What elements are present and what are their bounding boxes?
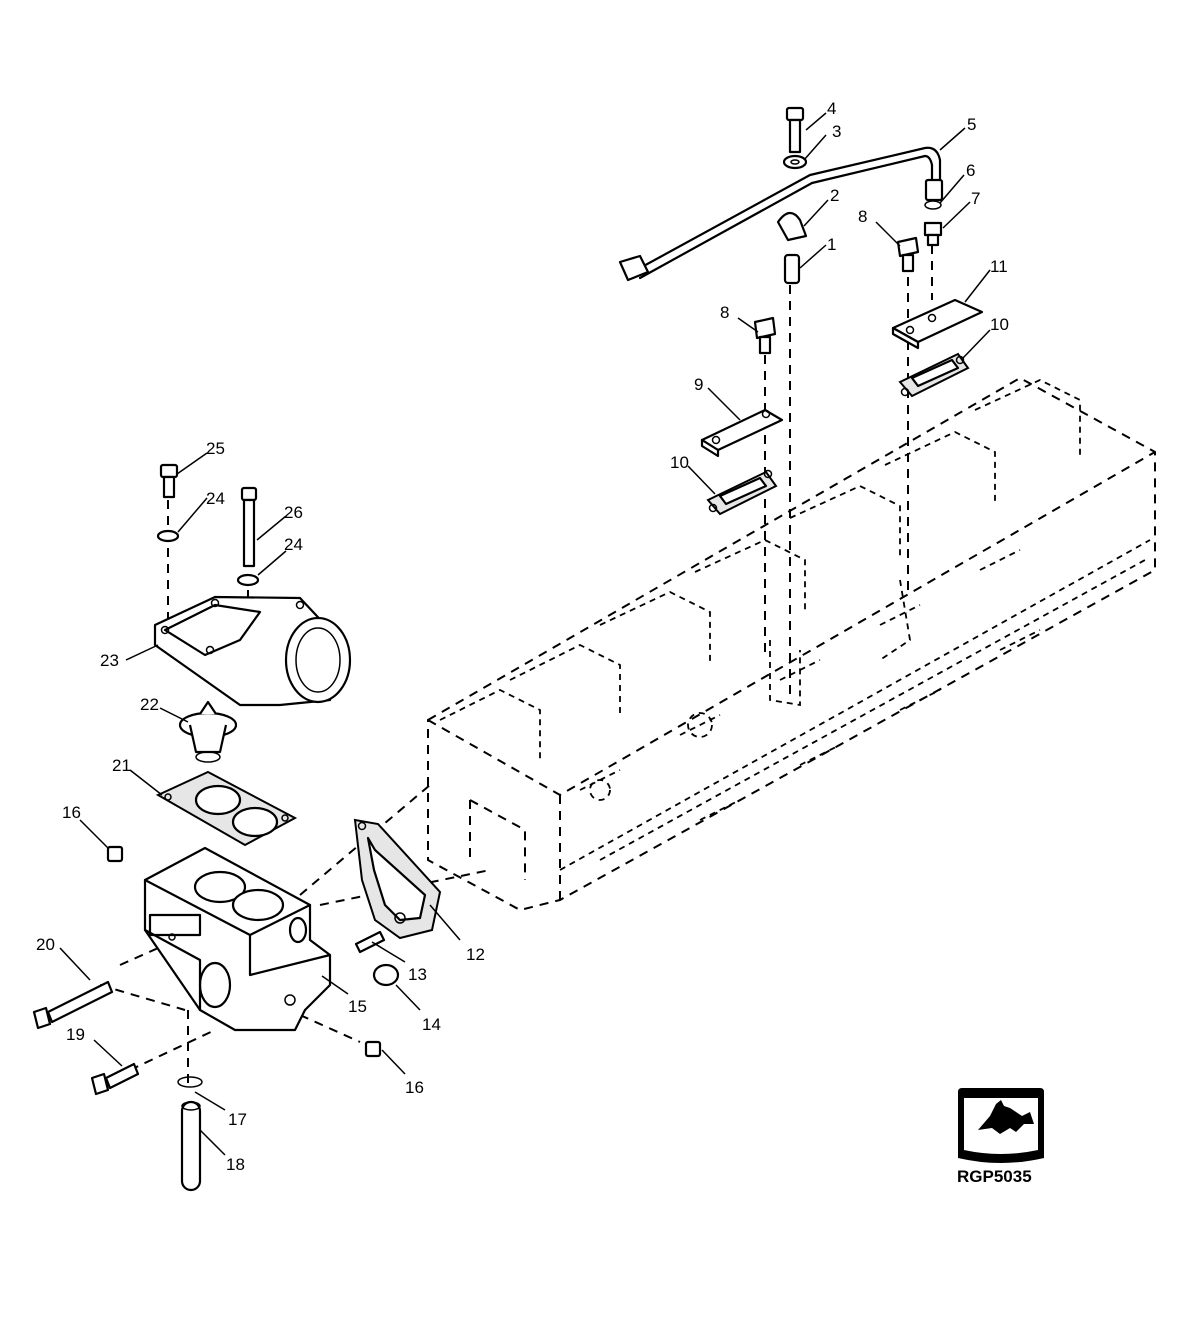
callout-13: 13 [408,965,427,984]
bolt-26 [240,486,258,568]
callout-8-left: 8 [720,303,729,322]
callout-3: 3 [832,122,841,141]
washer-3 [782,154,808,170]
callout-16-bottom: 16 [405,1078,424,1097]
tube-line-5 [618,146,944,282]
callout-16-top: 16 [62,803,81,822]
callout-labels: 1 2 3 4 5 6 7 8 8 9 10 10 11 12 13 14 15… [36,99,1009,1174]
bolt-8-right [896,236,920,273]
gasket-21 [155,770,298,847]
plug-16-top [106,845,124,863]
bolt-4 [785,106,805,154]
plug-14 [372,963,400,987]
callout-12: 12 [466,945,485,964]
callout-22: 22 [140,695,159,714]
callout-24-top: 24 [206,489,225,508]
callout-23: 23 [100,651,119,670]
callout-10-right: 10 [990,315,1009,334]
bolt-8-left [753,316,777,355]
fitting-7 [923,221,943,247]
callout-4: 4 [827,99,836,118]
callout-20: 20 [36,935,55,954]
washer-24-a [156,529,180,543]
callout-19: 19 [66,1025,85,1044]
callout-10-left: 10 [670,453,689,472]
tube-18 [180,1100,202,1192]
callout-14: 14 [422,1015,441,1034]
gasket-12 [353,818,442,940]
bolt-20 [32,980,114,1030]
deer-icon [978,1100,1034,1134]
bolt-19 [90,1062,140,1096]
cylinder-head-outline [427,376,1156,912]
logo-wordmark: JOHN DEERE [966,1138,1022,1148]
bolt-25 [159,463,179,499]
callout-15: 15 [348,997,367,1016]
clamp-2 [776,211,808,242]
callout-18: 18 [226,1155,245,1174]
thermostat-22 [178,700,238,763]
callout-26: 26 [284,503,303,522]
pin-13 [354,930,386,954]
callout-24-bottom: 24 [284,535,303,554]
gasket-10-right [898,352,970,398]
callout-1: 1 [827,235,836,254]
callout-25: 25 [206,439,225,458]
callout-5: 5 [967,115,976,134]
callout-6: 6 [966,161,975,180]
cover-plate-11 [891,298,984,350]
john-deere-logo: JOHN DEERE [958,1088,1044,1163]
callout-2: 2 [830,186,839,205]
callout-7: 7 [971,189,980,208]
callout-17: 17 [228,1110,247,1129]
callout-8-right: 8 [858,207,867,226]
spacer-1 [783,253,801,285]
callout-21: 21 [112,756,131,775]
callout-9: 9 [694,375,703,394]
gasket-10-left [706,469,778,516]
housing-cover-23 [153,595,352,707]
figure-code: RGP5035 [957,1167,1032,1186]
leader-lines [59,112,991,1156]
plug-16-bottom [364,1040,382,1058]
callout-11: 11 [990,257,1008,276]
o-ring-6 [924,200,942,210]
washer-24-b [236,573,260,587]
thermostat-housing-15 [143,846,332,1032]
cover-plate-9 [700,408,784,458]
o-ring-17 [177,1076,203,1088]
